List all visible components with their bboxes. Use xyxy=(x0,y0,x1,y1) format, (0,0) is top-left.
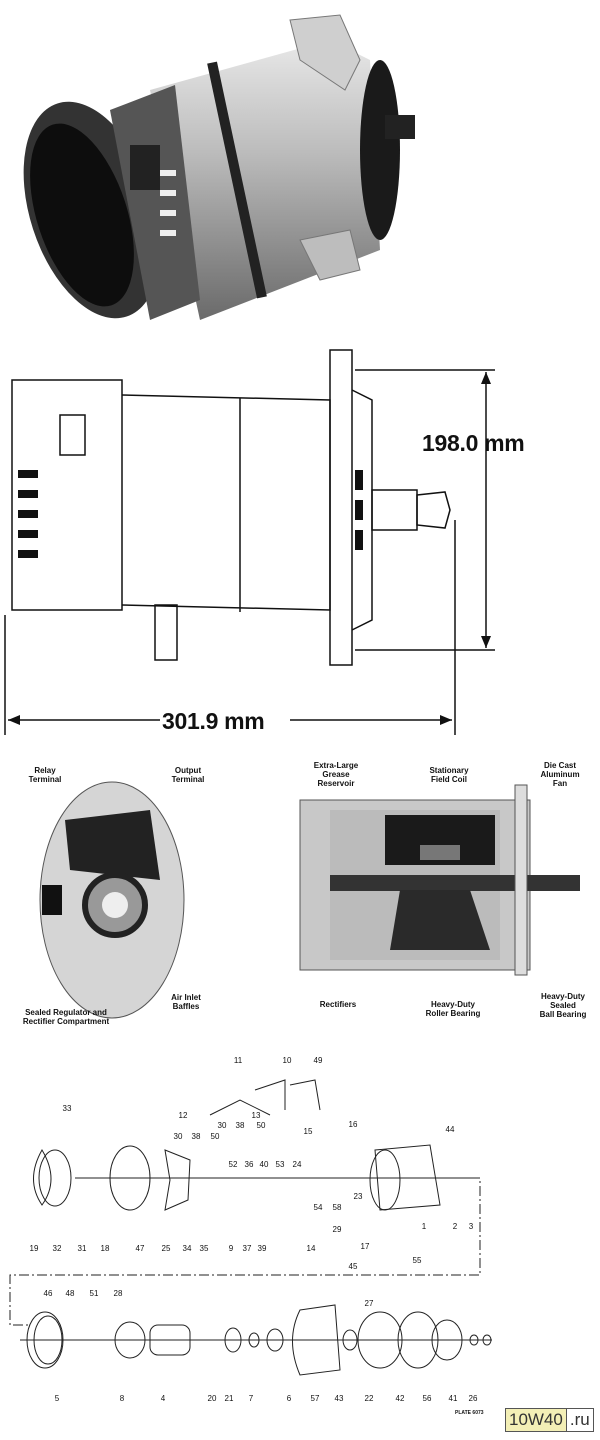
part-number: 4 xyxy=(160,1394,166,1403)
part-number: 3 xyxy=(468,1222,474,1231)
height-dimension-label: 198.0 mm xyxy=(422,430,525,456)
part-number: 24 xyxy=(292,1160,302,1169)
part-number: 28 xyxy=(113,1289,123,1298)
part-number: 21 xyxy=(224,1394,234,1403)
part-number: 48 xyxy=(65,1289,75,1298)
part-number: 13 xyxy=(251,1111,261,1120)
part-number: 54 xyxy=(313,1203,323,1212)
part-number: 57 xyxy=(310,1394,320,1403)
watermark-part2: .ru xyxy=(565,1409,593,1431)
part-number: 42 xyxy=(395,1394,405,1403)
part-number: 46 xyxy=(43,1289,53,1298)
watermark-part1: 10W40 xyxy=(506,1409,566,1431)
part-number: 15 xyxy=(303,1127,313,1136)
part-number: 19 xyxy=(29,1244,39,1253)
part-number: 40 xyxy=(259,1160,269,1169)
part-number: 23 xyxy=(353,1192,363,1201)
part-number: 29 xyxy=(332,1225,342,1234)
part-number: 44 xyxy=(445,1125,455,1134)
part-number: 7 xyxy=(248,1394,254,1403)
part-number: 55 xyxy=(412,1256,422,1265)
part-number: 45 xyxy=(348,1262,358,1271)
part-number: 30 xyxy=(173,1132,183,1141)
part-number: 10 xyxy=(282,1056,292,1065)
part-number: 25 xyxy=(161,1244,171,1253)
plate-label: PLATE 6073 xyxy=(455,1410,484,1416)
part-number: 2 xyxy=(452,1222,458,1231)
part-number: 52 xyxy=(228,1160,238,1169)
part-number: 49 xyxy=(313,1056,323,1065)
part-number: 32 xyxy=(52,1244,62,1253)
part-number: 36 xyxy=(244,1160,254,1169)
part-number: 30 xyxy=(217,1121,227,1130)
watermark-logo: 10W40 .ru xyxy=(505,1408,594,1432)
part-number: 6 xyxy=(286,1394,292,1403)
part-number: 16 xyxy=(348,1120,358,1129)
part-number: 27 xyxy=(364,1299,374,1308)
part-number: 20 xyxy=(207,1394,217,1403)
part-number: 50 xyxy=(256,1121,266,1130)
part-number: 1 xyxy=(421,1222,427,1231)
part-number: 5 xyxy=(54,1394,60,1403)
part-number: 53 xyxy=(275,1160,285,1169)
part-number: 51 xyxy=(89,1289,99,1298)
part-number: 9 xyxy=(228,1244,234,1253)
part-number: 39 xyxy=(257,1244,267,1253)
part-number: 38 xyxy=(235,1121,245,1130)
part-number: 26 xyxy=(468,1394,478,1403)
part-number: 43 xyxy=(334,1394,344,1403)
part-number: 47 xyxy=(135,1244,145,1253)
part-number: 38 xyxy=(191,1132,201,1141)
part-number: 34 xyxy=(182,1244,192,1253)
part-number: 11 xyxy=(233,1056,243,1065)
length-dimension-label: 301.9 mm xyxy=(162,708,265,734)
part-number: 41 xyxy=(448,1394,458,1403)
part-number: 14 xyxy=(306,1244,316,1253)
part-number: 17 xyxy=(360,1242,370,1251)
part-number: 33 xyxy=(62,1104,72,1113)
part-number: 18 xyxy=(100,1244,110,1253)
part-number: 56 xyxy=(422,1394,432,1403)
part-number: 35 xyxy=(199,1244,209,1253)
part-number: 50 xyxy=(210,1132,220,1141)
part-number: 37 xyxy=(242,1244,252,1253)
callout-rectifiers: Rectifiers xyxy=(319,1000,357,1009)
part-number: 8 xyxy=(119,1394,125,1403)
alternator-photo xyxy=(23,14,415,320)
part-number: 31 xyxy=(77,1244,87,1253)
part-number: 58 xyxy=(332,1203,342,1212)
part-number: 22 xyxy=(364,1394,374,1403)
part-number: 12 xyxy=(178,1111,188,1120)
